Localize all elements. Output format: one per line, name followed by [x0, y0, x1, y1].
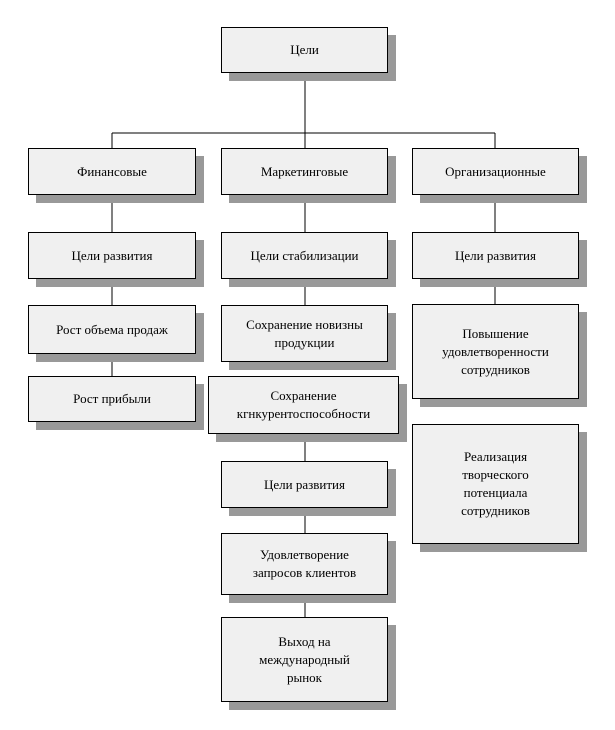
root-goal-label: Цели — [290, 42, 319, 57]
category-label-organizational: Организационные — [445, 163, 546, 179]
category-label-financial: Финансовые — [77, 163, 147, 179]
category-box-marketing: Маркетинговые — [221, 148, 388, 195]
goal-box: Удовлетворение запросов клиентов — [221, 533, 388, 595]
goal-label: Сохранение новизны продукции — [246, 316, 363, 350]
goal-box: Сохранение новизны продукции — [221, 305, 388, 362]
goal-box: Цели развития — [412, 232, 579, 279]
category-box-financial: Финансовые — [28, 148, 196, 195]
goal-label: Рост объема продаж — [56, 321, 168, 337]
goal-label: Реализация творческого потенциала сотруд… — [461, 449, 530, 518]
goal-label: Удовлетворение запросов клиентов — [252, 547, 357, 580]
category-label-marketing: Маркетинговые — [260, 163, 349, 179]
goal-label: Цели развития — [71, 247, 153, 263]
category-box-organizational: Организационные — [412, 148, 579, 195]
root-goal-box: Цели — [221, 27, 388, 73]
goal-box: Повышение удовлетворенности сотрудников — [412, 304, 579, 399]
goal-label: Повышение удовлетворенности сотрудников — [442, 325, 549, 377]
goal-label: Рост прибыли — [73, 391, 151, 406]
goal-label: Выход на международный рынок — [259, 633, 350, 685]
goal-box: Выход на международный рынок — [221, 617, 388, 702]
goal-box: Реализация творческого потенциала сотруд… — [412, 424, 579, 544]
goal-box: Сохранение кгнкурентоспособности — [208, 376, 399, 434]
goal-label: Сохранение кгнкурентоспособности — [236, 388, 371, 421]
goal-box: Рост прибыли — [28, 376, 196, 422]
goal-box: Цели развития — [221, 461, 388, 508]
goal-label: Цели стабилизации — [250, 247, 359, 263]
goal-label: Цели развития — [264, 476, 345, 492]
goal-label: Цели развития — [455, 247, 536, 263]
goal-box: Цели стабилизации — [221, 232, 388, 279]
goal-box: Рост объема продаж — [28, 305, 196, 354]
goal-box: Цели развития — [28, 232, 196, 279]
